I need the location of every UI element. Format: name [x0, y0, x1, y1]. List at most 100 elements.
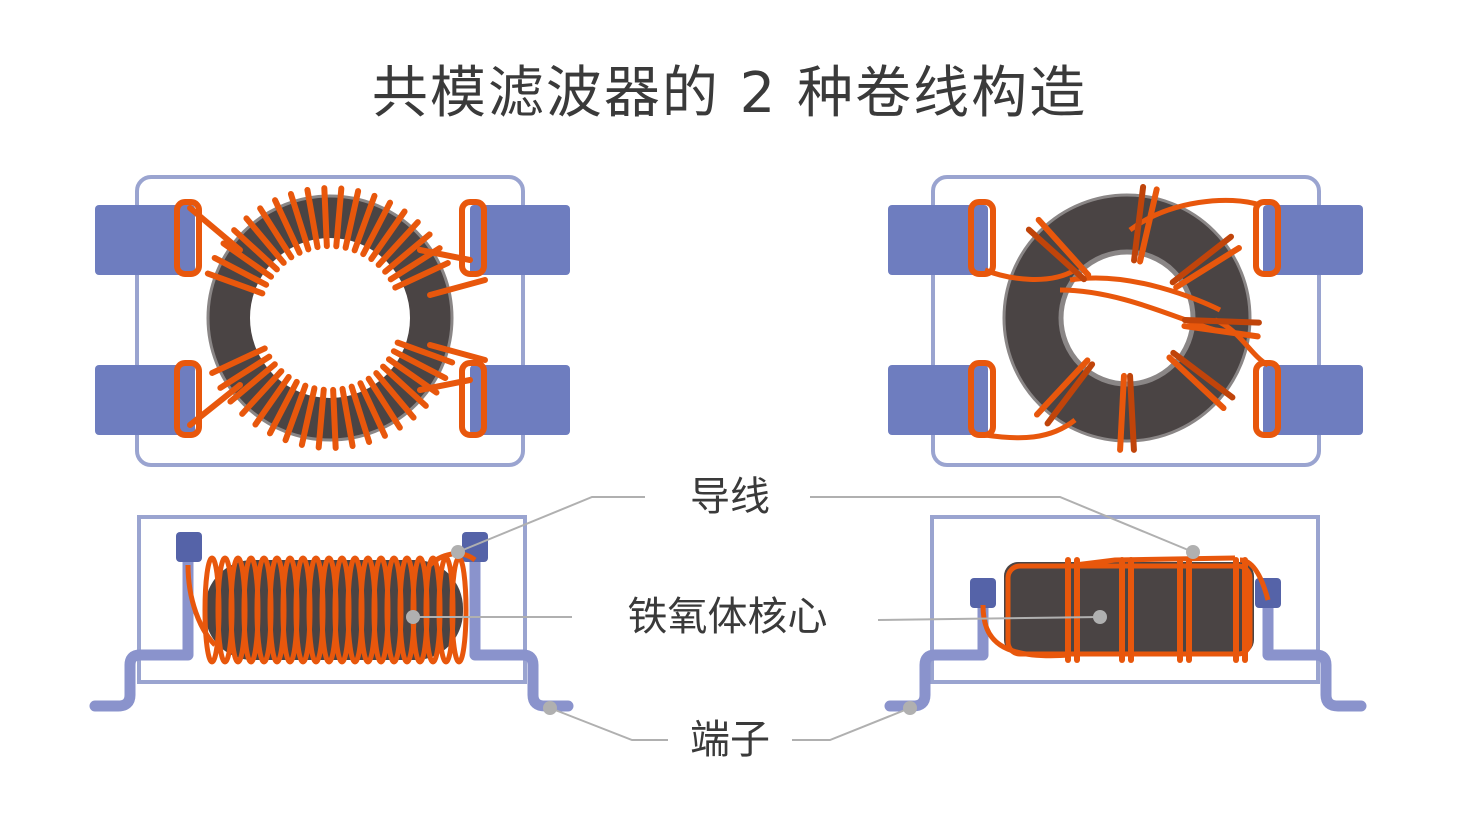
wire-turn	[357, 380, 388, 439]
wire-turn	[342, 188, 362, 251]
lead-wire	[427, 277, 488, 298]
leader-core-right	[877, 616, 1101, 621]
wire-turn	[282, 382, 309, 444]
wire-turn	[1131, 183, 1147, 264]
terminal-cap	[176, 532, 202, 562]
wire-turn	[1181, 323, 1261, 340]
wire-turn	[1044, 361, 1096, 427]
lead-wire	[428, 551, 477, 567]
wire-turn	[220, 240, 275, 280]
wire-loop	[459, 360, 487, 438]
terminal-cap	[970, 578, 996, 608]
wire-turn	[394, 339, 456, 366]
wire-loop	[968, 360, 996, 438]
wire-windings	[204, 185, 456, 451]
wire-turn	[375, 219, 421, 268]
lead-wire	[1069, 275, 1222, 313]
wire-windings	[202, 555, 469, 665]
wire-turn	[1137, 186, 1160, 265]
wire-loop	[968, 199, 996, 277]
terminal-pad	[95, 205, 195, 275]
page-title: 共模滤波器的 2 种卷线构造	[371, 61, 1088, 126]
wire-turn	[315, 386, 327, 451]
wire-turn	[380, 363, 429, 409]
terminal-pad	[1263, 365, 1363, 435]
wire-turn	[304, 186, 321, 251]
wire-windings	[1065, 557, 1248, 663]
lead-wire	[185, 564, 217, 647]
wire-turn	[1117, 372, 1127, 453]
bottom-left-side-view	[89, 515, 574, 712]
wire-turn	[1173, 245, 1242, 291]
ferrite-toroid	[208, 196, 452, 440]
top-left-frame	[135, 175, 525, 467]
wire-turn	[321, 185, 330, 250]
leader-wire-right	[810, 496, 1194, 553]
terminal-lead-right	[469, 554, 574, 712]
wire-turn	[1169, 233, 1235, 286]
terminal-pad	[470, 365, 570, 435]
wire-loop	[174, 199, 202, 277]
wire-loop	[1253, 360, 1281, 438]
wire-turn	[360, 199, 394, 258]
wire-turn	[287, 191, 312, 253]
wire-loop	[174, 360, 202, 438]
wire-turn	[351, 192, 378, 254]
wire-turn	[272, 197, 303, 256]
wire-loop	[1253, 199, 1281, 277]
wire-turn	[211, 254, 270, 288]
bottom-right-side-view	[884, 515, 1367, 712]
ferrite-toroid	[1005, 196, 1249, 440]
leader-dot	[543, 701, 557, 715]
wire-turn	[1035, 216, 1092, 278]
wire-turn	[257, 205, 295, 261]
leader-dot	[406, 610, 420, 624]
wire-turn	[339, 385, 356, 450]
ferrite-toroid-edge	[1002, 193, 1252, 443]
wire-turn	[373, 370, 417, 421]
wire-turn	[1127, 372, 1137, 453]
terminal-pad	[95, 365, 195, 435]
wire-turn	[368, 208, 408, 263]
wire-turn	[298, 385, 318, 448]
wire-turn	[365, 375, 403, 431]
wire-turn	[390, 348, 449, 382]
bottom-left-frame	[137, 515, 527, 684]
leader-terminal-right	[792, 707, 911, 741]
wire-turn	[1170, 349, 1236, 401]
bottom-right-frame	[930, 515, 1320, 684]
wire-turn	[231, 227, 280, 273]
lead-wire	[1128, 197, 1261, 233]
wire-turn	[209, 345, 268, 376]
terminal-lead-left	[89, 554, 194, 712]
label-terminal: 端子	[670, 716, 790, 764]
wire-turn	[333, 185, 345, 250]
wire-turn	[204, 270, 266, 297]
wire-loop	[459, 199, 487, 277]
wire-turn	[392, 260, 451, 291]
top-left-toroid-view	[95, 175, 570, 467]
wire-turn	[1166, 354, 1227, 412]
terminal-pad	[470, 205, 570, 275]
label-ferrite-core: 铁氧体核心	[585, 593, 870, 641]
terminal-pad	[888, 365, 988, 435]
wire-turn	[227, 361, 278, 405]
leader-dot	[1093, 610, 1107, 624]
lead-wire	[427, 342, 488, 363]
wire-turn	[348, 383, 373, 445]
wire-turn	[239, 368, 285, 417]
top-right-toroid-view	[888, 175, 1363, 467]
wire-turn	[1025, 226, 1087, 283]
wire-windings	[1025, 183, 1262, 453]
leader-wire-left	[457, 496, 645, 553]
leader-dot	[1186, 545, 1200, 559]
top-right-frame	[931, 175, 1321, 467]
terminal-lead-right	[1262, 594, 1367, 712]
wire-turn	[243, 215, 287, 266]
wire-turn	[217, 353, 273, 391]
lead-wire	[984, 418, 1077, 441]
terminal-pad	[1263, 205, 1363, 275]
leader-lines	[413, 496, 1194, 741]
wire-turn	[252, 373, 292, 428]
